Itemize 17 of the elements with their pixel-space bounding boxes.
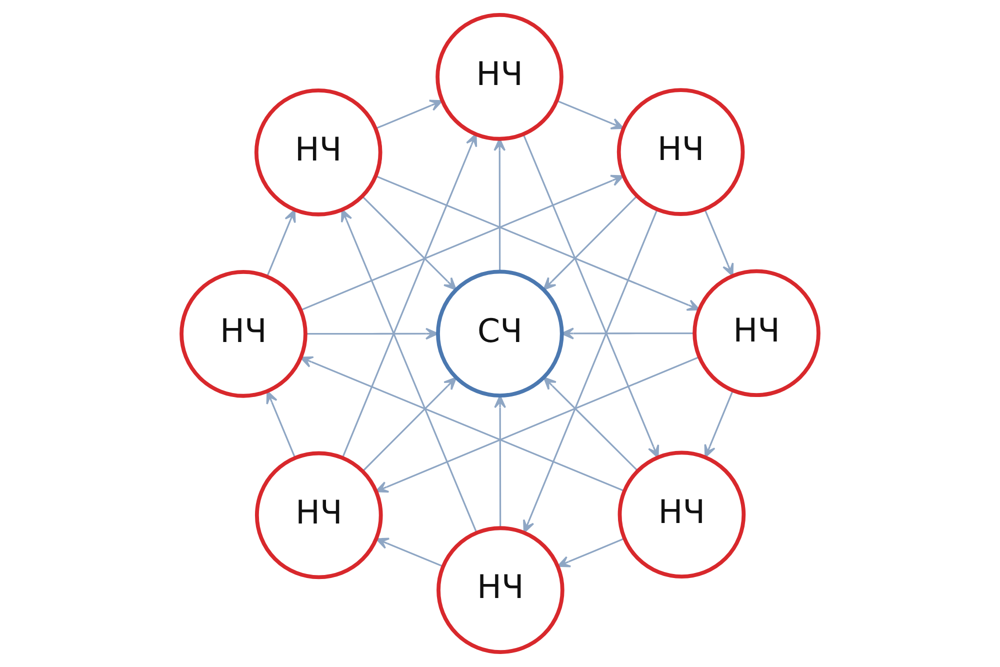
arrow [543, 376, 638, 472]
arrow [522, 134, 660, 458]
node-circle: НЧ [254, 88, 382, 216]
arrow [494, 395, 506, 528]
node-circle: НЧ [180, 270, 308, 398]
arrow [523, 209, 658, 534]
node-circle: НЧ [618, 450, 746, 579]
node-circle: НЧ [436, 13, 564, 141]
node-circle: НЧ [692, 269, 820, 398]
node-circle: СЧ [436, 270, 564, 398]
arrow [704, 209, 734, 276]
arrow [306, 328, 438, 340]
arrow [556, 100, 624, 130]
arrow [300, 174, 624, 311]
node-circle: НЧ [436, 526, 564, 654]
node-circle: НЧ [254, 451, 383, 580]
node-circle: НЧ [616, 88, 745, 216]
